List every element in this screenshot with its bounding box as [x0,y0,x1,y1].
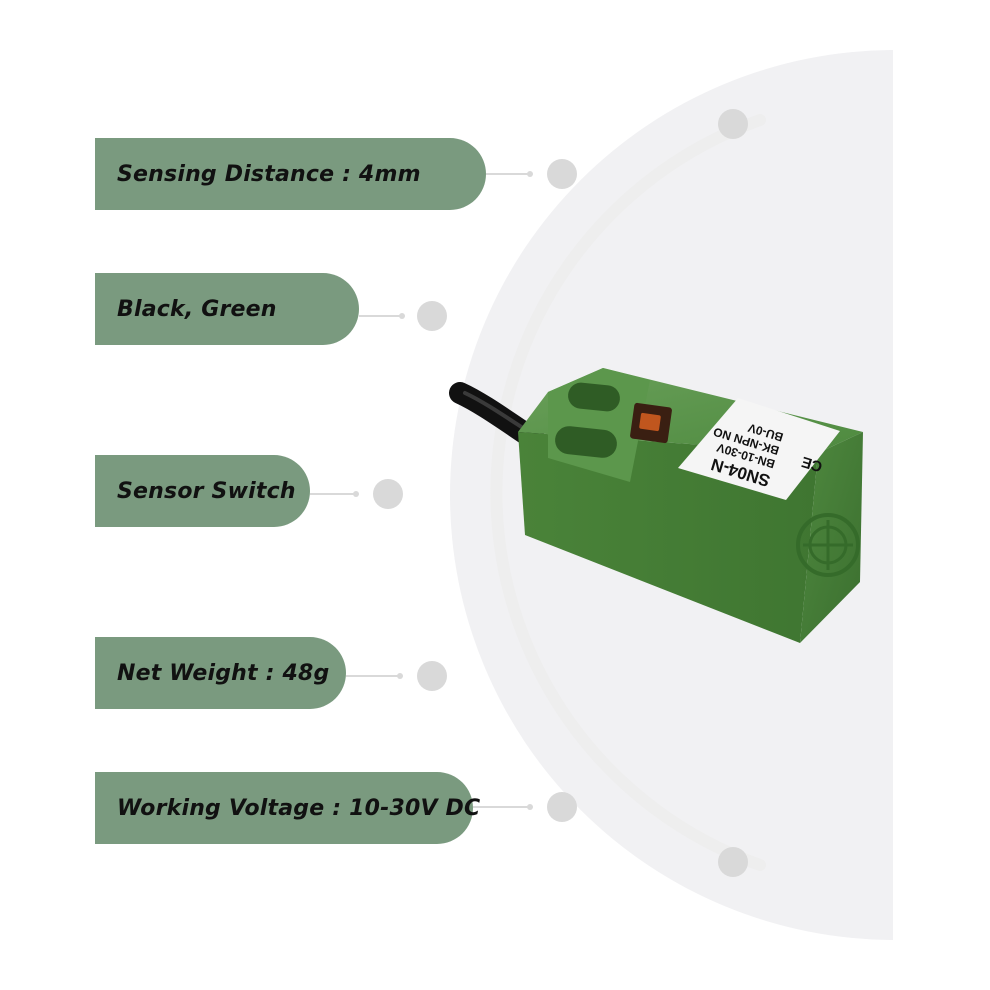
target-logo-icon [796,513,860,577]
spec-pill-working-voltage: Working Voltage : 10-30V DC [95,772,480,844]
spec-label: Sensor Switch [117,478,296,504]
spec-label: Working Voltage : 10-30V DC [117,795,481,821]
sensor-body [518,368,863,643]
spec-pill-type: Sensor Switch [95,455,310,527]
spec-pill-color: Black, Green [95,273,359,345]
spec-label: Black, Green [117,296,277,322]
ce-mark: CE [800,453,825,475]
spec-pill-sensing-distance: Sensing Distance : 4mm [95,138,486,210]
arc-dots [373,109,748,877]
decorative-arc [490,114,766,871]
spec-label: Net Weight : 48g [117,660,330,686]
spec-pill-net-weight: Net Weight : 48g [95,637,346,709]
spec-label: Sensing Distance : 4mm [117,161,421,187]
